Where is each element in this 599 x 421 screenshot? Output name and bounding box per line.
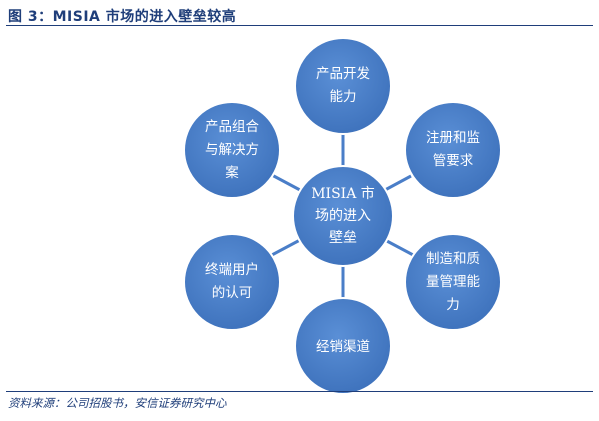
node-end-user: 终端用户 的认可 bbox=[183, 233, 281, 331]
connector-registration bbox=[384, 174, 412, 192]
connector-end-user bbox=[269, 238, 301, 258]
node-manufacturing-line-3: 力 bbox=[446, 297, 460, 313]
center-node-line-1: MISIA 市 bbox=[311, 185, 375, 202]
figure-title: 图 3：MISIA 市场的进入壁垒较高 bbox=[8, 9, 237, 25]
node-end-user-line-2: 的认可 bbox=[212, 285, 253, 301]
connector-product-portfolio bbox=[269, 172, 301, 192]
node-registration-line-1: 注册和监 bbox=[426, 130, 480, 146]
figure-footer: 资料来源：公司招股书，安信证券研究中心 bbox=[6, 391, 593, 410]
connector-manufacturing bbox=[384, 238, 416, 258]
figure-header: 图 3：MISIA 市场的进入壁垒较高 bbox=[6, 4, 593, 26]
node-product-dev-line-1: 产品开发 bbox=[316, 66, 370, 82]
center-node-line-3: 壁垒 bbox=[329, 230, 357, 246]
node-sales-channel: 经销渠道 bbox=[294, 297, 392, 395]
node-product-portfolio-line-3: 案 bbox=[225, 164, 239, 181]
node-product-portfolio-line-1: 产品组合 bbox=[205, 119, 259, 135]
node-sales-channel-line-1: 经销渠道 bbox=[316, 339, 370, 355]
node-manufacturing-line-2: 量管理能 bbox=[426, 274, 480, 290]
node-manufacturing-line-1: 制造和质 bbox=[426, 251, 480, 267]
node-product-dev: 产品开发 能力 bbox=[294, 37, 392, 135]
node-manufacturing: 制造和质 量管理能 力 bbox=[404, 233, 502, 331]
center-node-line-2: 场的进入 bbox=[315, 208, 371, 224]
center-node: MISIA 市 场的进入 壁垒 bbox=[292, 165, 394, 267]
node-product-portfolio: 产品组合 与解决方 案 bbox=[183, 101, 281, 199]
node-registration-line-2: 管要求 bbox=[433, 153, 474, 169]
node-product-dev-line-2: 能力 bbox=[330, 89, 357, 105]
node-end-user-line-1: 终端用户 bbox=[205, 261, 259, 278]
node-registration: 注册和监 管要求 bbox=[404, 101, 502, 199]
node-product-portfolio-line-2: 与解决方 bbox=[205, 142, 259, 158]
source-note: 资料来源：公司招股书，安信证券研究中心 bbox=[8, 396, 227, 410]
